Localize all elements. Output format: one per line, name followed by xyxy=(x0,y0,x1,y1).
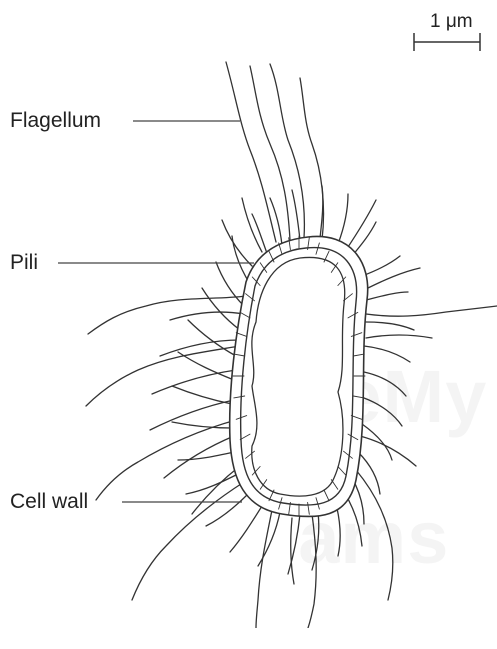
pilus-42 xyxy=(346,200,376,250)
pilus-11 xyxy=(364,372,406,396)
flagellum-9 xyxy=(256,510,272,628)
flagellum-1 xyxy=(226,62,276,242)
flagellum-8 xyxy=(132,482,244,600)
pilus-29 xyxy=(216,262,244,306)
pilus-18 xyxy=(288,514,300,574)
cell-wall-inner xyxy=(241,248,357,506)
scale-bar xyxy=(414,33,480,51)
flagellum-label: Flagellum xyxy=(10,110,101,131)
pilus-3 xyxy=(292,190,300,240)
pilus-19 xyxy=(258,512,280,566)
pilus-23 xyxy=(178,452,234,460)
pilus-20 xyxy=(230,506,262,552)
pilus-24 xyxy=(172,422,232,428)
pilus-16 xyxy=(336,504,340,556)
scale-bar-label: 1 μm xyxy=(430,12,473,31)
flagellum-4 xyxy=(300,78,324,240)
pilus-6 xyxy=(352,222,376,256)
pilus-33 xyxy=(152,370,236,394)
pilus-21 xyxy=(206,494,248,526)
pilus-12 xyxy=(364,398,402,426)
bacterium-drawing xyxy=(0,0,497,628)
flagellum-10 xyxy=(308,514,316,628)
flagellum-12 xyxy=(356,470,393,600)
flagellum-11 xyxy=(366,306,497,316)
flagellum-2 xyxy=(250,66,290,240)
pilus-8 xyxy=(366,292,408,300)
pilus-9 xyxy=(366,322,414,330)
pilus-40 xyxy=(366,335,432,338)
pili-label: Pili xyxy=(10,252,38,273)
cell-wall-label: Cell wall xyxy=(10,491,88,512)
pilus-44 xyxy=(242,198,262,252)
pilus-31 xyxy=(170,312,244,320)
pilus-10 xyxy=(364,346,410,362)
pilus-25 xyxy=(172,386,232,404)
pilus-2 xyxy=(270,198,282,245)
pilus-5 xyxy=(338,194,348,244)
bacterium-diagram: veMy ams 1 μm Flagellum Pili Cell wall xyxy=(0,0,497,628)
pilus-7 xyxy=(362,256,400,276)
